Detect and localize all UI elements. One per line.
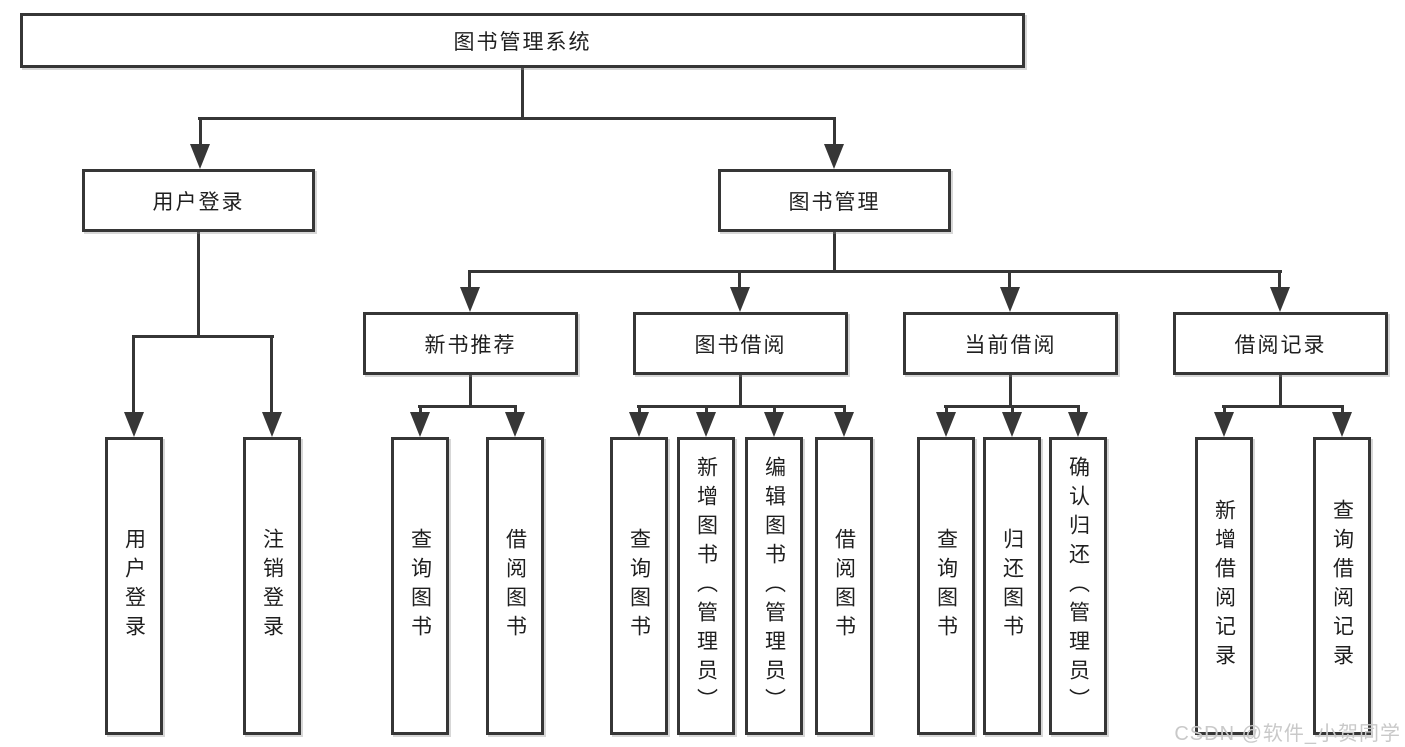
- leaf-query-borrow-record: 查询借阅记录: [1313, 437, 1371, 735]
- connector-level2-bar: [198, 117, 836, 120]
- arrow-down-icon: [190, 144, 210, 169]
- arrow-down-icon: [410, 412, 430, 437]
- connector-drop-book-mgmt: [833, 117, 836, 145]
- connector-mgmt-stem: [833, 232, 836, 272]
- connector-drop: [773, 405, 776, 415]
- leaf-return-book: 归还图书: [983, 437, 1041, 735]
- arrow-down-icon: [262, 412, 282, 437]
- watermark: CSDN @软件_小贺同学: [1174, 723, 1401, 745]
- connector-section-bar: [637, 405, 846, 408]
- leaf-borrow-book-2: 借阅图书: [815, 437, 873, 735]
- leaf-query-book-3: 查询图书: [917, 437, 975, 735]
- node-user-login: 用户登录: [82, 169, 315, 232]
- leaf-add-borrow-record: 新增借阅记录: [1195, 437, 1253, 735]
- connector-drop: [1223, 405, 1226, 415]
- arrow-down-icon: [1002, 412, 1022, 437]
- arrow-down-icon: [505, 412, 525, 437]
- arrow-down-icon: [764, 412, 784, 437]
- node-book-borrow: 图书借阅: [633, 312, 848, 375]
- connector-drop: [270, 335, 273, 413]
- connector-drop: [705, 405, 708, 415]
- leaf-confirm-return-admin: 确认归还（管理员）: [1049, 437, 1107, 735]
- connector-section-stem: [739, 375, 742, 408]
- node-root: 图书管理系统: [20, 13, 1025, 68]
- leaf-query-book-2: 查询图书: [610, 437, 668, 735]
- leaf-borrow-book-1: 借阅图书: [486, 437, 544, 735]
- arrow-down-icon: [834, 412, 854, 437]
- arrow-down-icon: [1332, 412, 1352, 437]
- connector-drop: [945, 405, 948, 415]
- connector-level3-bar: [468, 270, 1282, 273]
- connector-section-bar: [1222, 405, 1344, 408]
- connector-drop: [1077, 405, 1080, 415]
- arrow-down-icon: [1068, 412, 1088, 437]
- connector-drop: [1278, 270, 1281, 287]
- connector-root-stem: [521, 67, 524, 117]
- connector-section-stem: [1279, 375, 1282, 408]
- arrow-down-icon: [1270, 287, 1290, 312]
- connector-drop: [843, 405, 846, 415]
- node-new-book-recommend: 新书推荐: [363, 312, 578, 375]
- arrow-down-icon: [824, 144, 844, 169]
- arrow-down-icon: [460, 287, 480, 312]
- connector-drop: [132, 335, 135, 413]
- connector-drop: [1008, 270, 1011, 287]
- connector-drop: [638, 405, 641, 415]
- arrow-down-icon: [730, 287, 750, 312]
- node-borrow-record: 借阅记录: [1173, 312, 1388, 375]
- arrow-down-icon: [1214, 412, 1234, 437]
- node-book-mgmt: 图书管理: [718, 169, 951, 232]
- connector-drop: [1341, 405, 1344, 415]
- connector-login-bar: [132, 335, 274, 338]
- leaf-logout: 注销登录: [243, 437, 301, 735]
- connector-section-bar: [418, 405, 517, 408]
- connector-drop-user-login: [199, 117, 202, 145]
- connector-section-stem: [1009, 375, 1012, 408]
- arrow-down-icon: [124, 412, 144, 437]
- connector-drop: [1011, 405, 1014, 415]
- connector-drop: [514, 405, 517, 415]
- connector-login-stem: [197, 232, 200, 336]
- arrow-down-icon: [629, 412, 649, 437]
- leaf-edit-book-admin: 编辑图书（管理员）: [745, 437, 803, 735]
- connector-section-stem: [469, 375, 472, 408]
- connector-drop: [738, 270, 741, 287]
- leaf-user-login: 用户登录: [105, 437, 163, 735]
- connector-drop: [468, 270, 471, 287]
- leaf-add-book-admin: 新增图书（管理员）: [677, 437, 735, 735]
- arrow-down-icon: [1000, 287, 1020, 312]
- connector-drop: [419, 405, 422, 415]
- node-current-borrow: 当前借阅: [903, 312, 1118, 375]
- leaf-query-book-1: 查询图书: [391, 437, 449, 735]
- arrow-down-icon: [936, 412, 956, 437]
- arrow-down-icon: [696, 412, 716, 437]
